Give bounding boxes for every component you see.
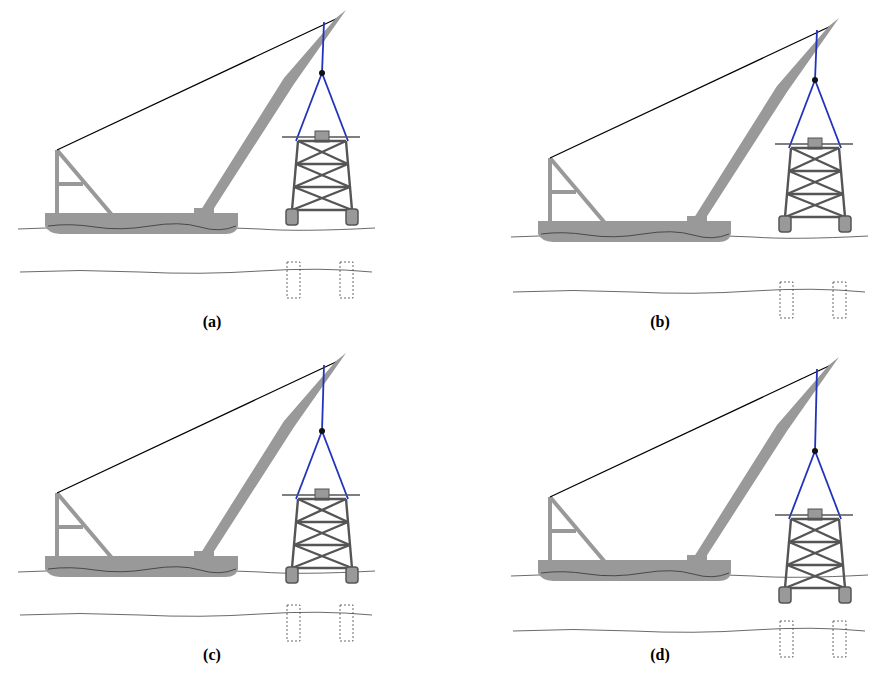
panel-label: (b) [650,313,670,331]
panel-label: (a) [203,313,222,331]
panel-label: (d) [650,646,670,664]
panel-label: (c) [203,646,221,664]
